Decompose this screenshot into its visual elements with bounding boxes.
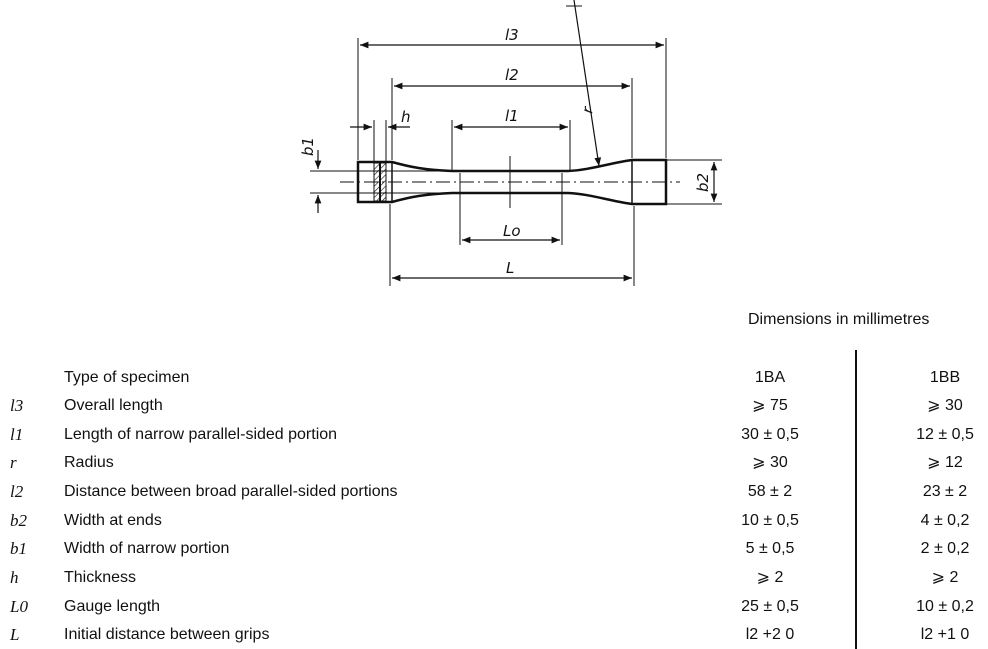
row-value-1bb: 10 ± 0,2 (916, 598, 974, 615)
table-row: r Radius ⩾ 30 ⩾ 12 (0, 449, 988, 477)
specimen-drawing: l3 l2 l1 h b1 b2 r Lo L (299, 0, 722, 286)
row-value-1bb: ⩾ 12 (927, 454, 963, 471)
b1-label: b1 (299, 137, 317, 156)
row-symbol: l1 (10, 425, 24, 444)
b2-label: b2 (694, 173, 712, 192)
row-value-1bb: 12 ± 0,5 (916, 426, 974, 443)
row-symbol: l2 (10, 482, 24, 501)
l1-label: l1 (505, 107, 519, 125)
row-description: Overall length (64, 397, 163, 414)
l3-label: l3 (505, 26, 519, 44)
row-description: Width at ends (64, 512, 162, 529)
r-leader (573, 0, 602, 167)
column-divider (855, 350, 857, 649)
table-row: l2 Distance between broad parallel-sided… (0, 478, 988, 506)
row-value-1bb: ⩾ 30 (927, 397, 963, 414)
table-row: b2 Width at ends 10 ± 0,5 4 ± 0,2 (0, 507, 988, 535)
row-description: Distance between broad parallel-sided po… (64, 483, 398, 500)
row-symbol: r (10, 453, 17, 472)
table-row: h Thickness ⩾ 2 ⩾ 2 (0, 564, 988, 592)
table-row: L Initial distance between grips l2 +2 0… (0, 621, 988, 649)
table-row: L0 Gauge length 25 ± 0,5 10 ± 0,2 (0, 593, 988, 621)
row-symbol: l3 (10, 396, 24, 415)
row-description: Initial distance between grips (64, 626, 270, 643)
table-row: l1 Length of narrow parallel-sided porti… (0, 421, 988, 449)
h-label: h (401, 108, 411, 126)
row-value-1ba: ⩾ 75 (752, 397, 788, 414)
L0-label: Lo (503, 222, 521, 240)
row-value-1ba: 10 ± 0,5 (741, 512, 799, 529)
table-row: l3 Overall length ⩾ 75 ⩾ 30 (0, 392, 988, 420)
row-value-1ba: 5 ± 0,5 (745, 540, 795, 557)
table-header-row: Type of specimen 1BA 1BB (0, 364, 988, 392)
row-description: Width of narrow portion (64, 540, 230, 557)
row-value-1ba: l2 +2 0 (745, 626, 795, 643)
l2-label: l2 (505, 66, 519, 84)
row-description: Gauge length (64, 598, 161, 615)
r-label: r (578, 105, 597, 115)
L-label: L (506, 259, 514, 277)
row-value-1ba: ⩾ 2 (756, 569, 784, 586)
row-symbol: b1 (10, 539, 27, 558)
row-value-1bb: 23 ± 2 (922, 483, 968, 500)
row-value-1bb: l2 +1 0 (920, 626, 970, 643)
row-description: Radius (64, 454, 114, 471)
row-description: Thickness (64, 569, 137, 586)
row-symbol: L (10, 625, 20, 644)
row-value-1bb: ⩾ 2 (931, 569, 959, 586)
row-symbol: L0 (10, 597, 28, 616)
header-type: Type of specimen (64, 369, 190, 386)
row-value-1bb: 2 ± 0,2 (920, 540, 970, 557)
header-1ba: 1BA (754, 369, 786, 386)
row-symbol: b2 (10, 511, 27, 530)
row-value-1bb: 4 ± 0,2 (920, 512, 970, 529)
row-value-1ba: 58 ± 2 (747, 483, 793, 500)
row-value-1ba: 25 ± 0,5 (741, 598, 799, 615)
table-row: b1 Width of narrow portion 5 ± 0,5 2 ± 0… (0, 535, 988, 563)
row-value-1ba: 30 ± 0,5 (741, 426, 799, 443)
header-1bb: 1BB (929, 369, 961, 386)
row-value-1ba: ⩾ 30 (752, 454, 788, 471)
units-note: Dimensions in millimetres (748, 311, 930, 328)
row-symbol: h (10, 568, 19, 587)
row-description: Length of narrow parallel-sided portion (64, 426, 338, 443)
